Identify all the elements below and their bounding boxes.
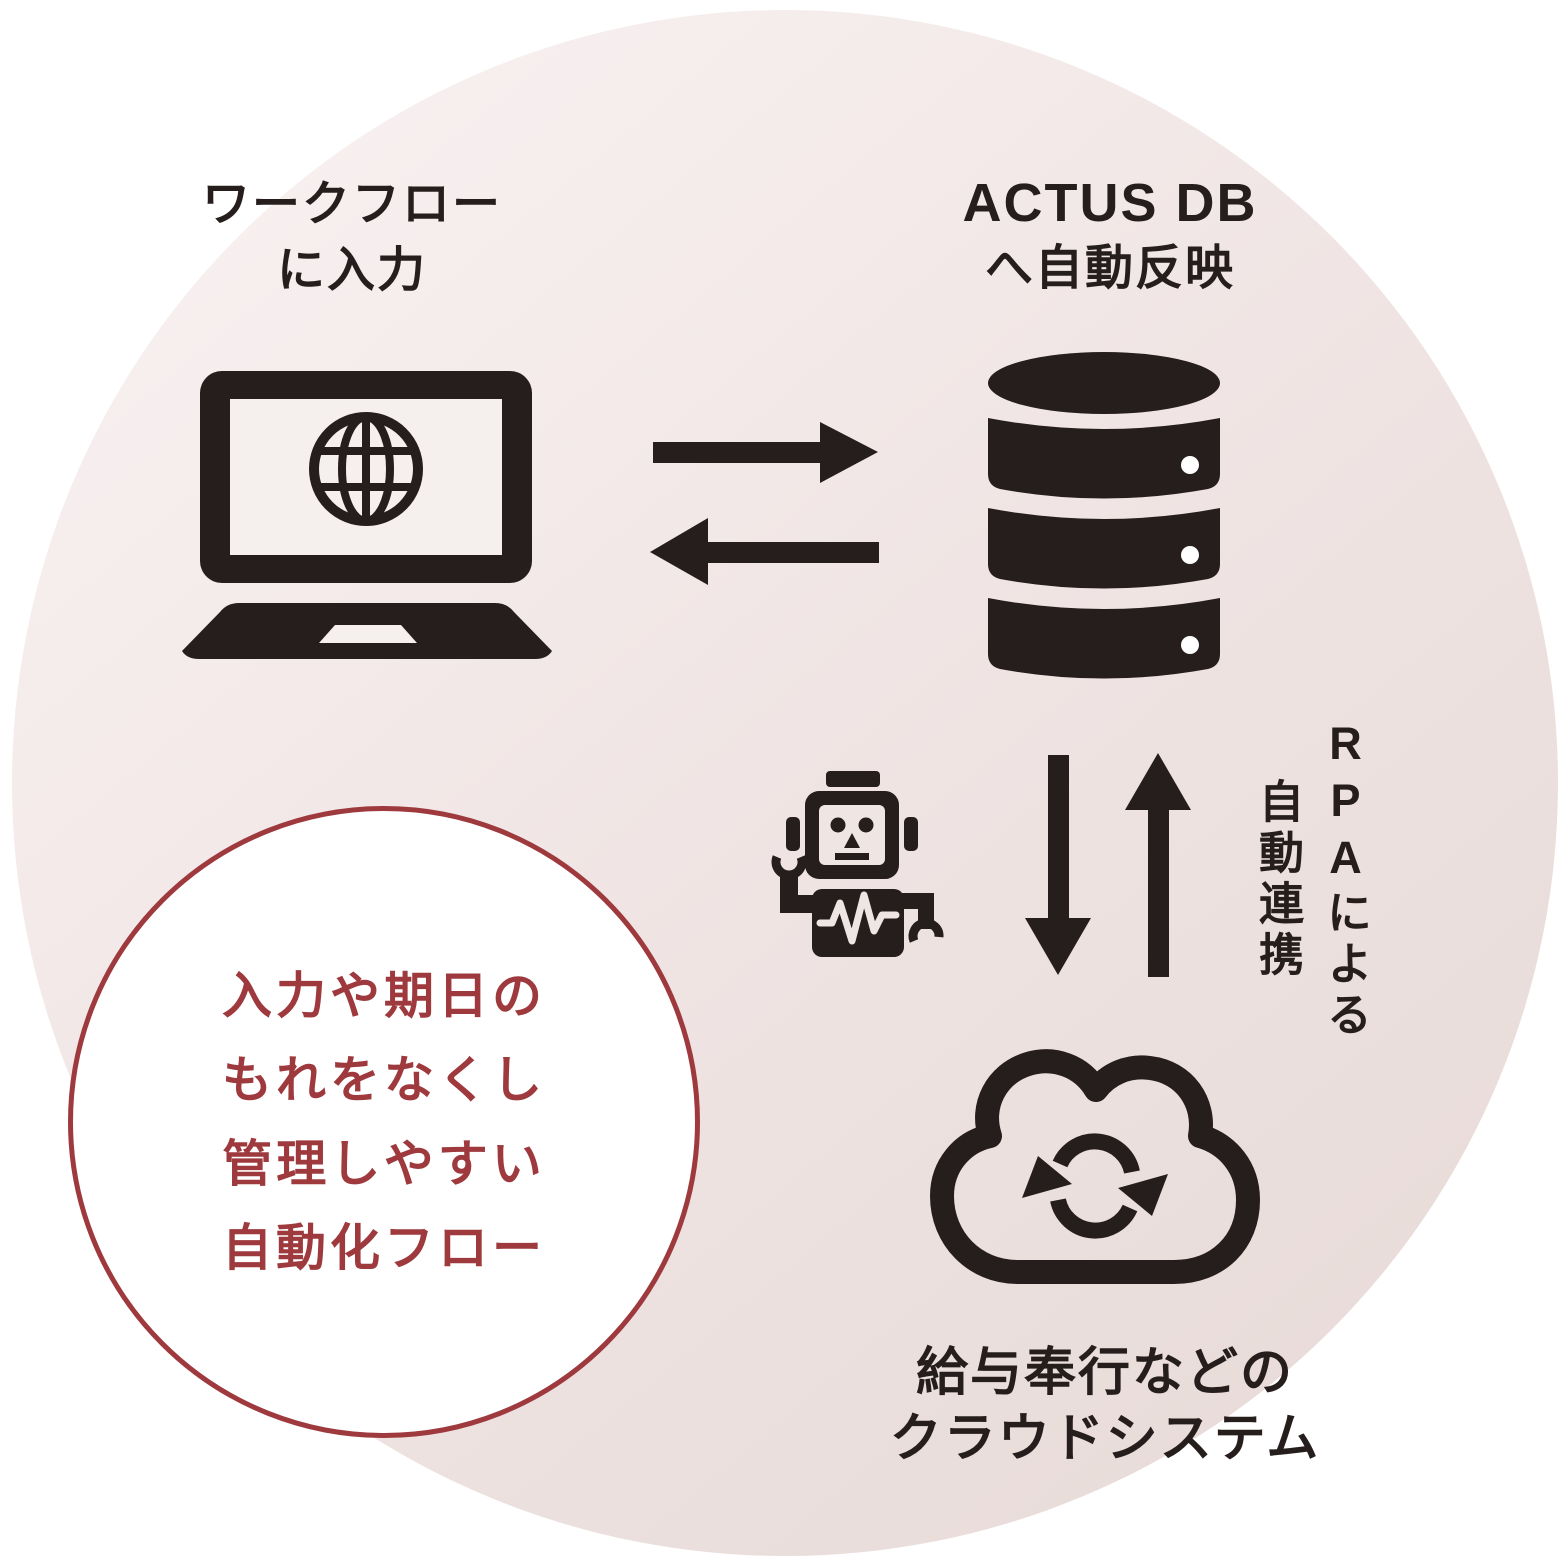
cloud-system-label-line2: クラウドシステム bbox=[889, 1410, 1321, 1468]
exchange-arrows-icon bbox=[650, 422, 879, 585]
laptop-globe-icon bbox=[182, 371, 552, 659]
right-arrow-icon bbox=[653, 422, 878, 483]
workflow-input-label-line2: に入力 bbox=[276, 244, 427, 297]
down-arrow-icon bbox=[1025, 755, 1091, 975]
rpa-robot-icon bbox=[771, 771, 944, 957]
callout-line: 入力や期日の bbox=[222, 968, 546, 1024]
database-icon bbox=[988, 352, 1220, 679]
benefit-callout-circle: 入力や期日の もれをなくし 管理しやすい 自動化フロー bbox=[68, 806, 700, 1438]
sync-arrows-icon bbox=[1022, 1133, 1168, 1239]
actus-db-label-line2: へ自動反映 bbox=[984, 242, 1235, 295]
globe-icon bbox=[309, 412, 423, 526]
rpa-sync-arrows bbox=[1025, 753, 1191, 977]
cloud-system-label: 給与奉行などの クラウドシステム bbox=[875, 1340, 1335, 1472]
callout-line: 自動化フロー bbox=[222, 1220, 546, 1276]
rpa-auto-link-label: RPAによる 自動連携 bbox=[1243, 715, 1379, 1045]
rpa-auto-link-label-line2: 自動連携 bbox=[1252, 778, 1303, 982]
left-arrow-icon bbox=[650, 518, 879, 585]
actus-db-label-line1: ACTUS DB bbox=[962, 173, 1258, 233]
callout-line: もれをなくし bbox=[222, 1052, 546, 1108]
callout-line: 管理しやすい bbox=[222, 1136, 546, 1192]
workflow-input-label: ワークフロー に入力 bbox=[152, 172, 552, 304]
cloud-system-label-line1: 給与奉行などの bbox=[915, 1344, 1294, 1402]
rpa-auto-link-label-line1: RPAによる bbox=[1320, 718, 1371, 1042]
workflow-input-label-line1: ワークフロー bbox=[201, 178, 502, 231]
up-arrow-icon bbox=[1125, 753, 1191, 977]
cloud-sync-icon bbox=[930, 1049, 1260, 1284]
actus-db-label: ACTUS DB へ自動反映 bbox=[915, 170, 1305, 302]
